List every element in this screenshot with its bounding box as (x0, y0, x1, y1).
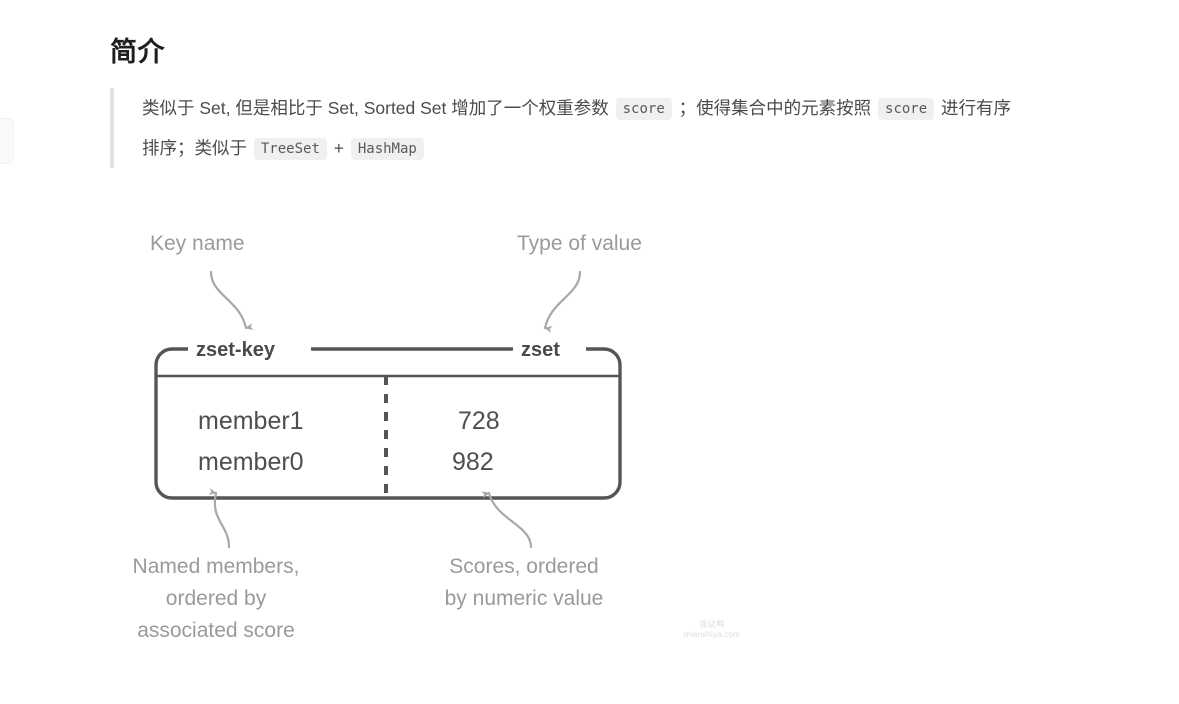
arrow-members-note (208, 488, 231, 549)
zset-type-label: zset (521, 339, 560, 361)
annotation-key-name: Key name (150, 232, 245, 255)
bq1-text-1: 类似于 Set, 但是相比于 Set, Sorted Set 增加了一个权重参数 (142, 98, 614, 118)
annotation-scores-line-1: Scores, ordered (449, 555, 598, 578)
zset-key-label: zset-key (196, 339, 276, 361)
code-chip-score-1: score (615, 98, 672, 120)
watermark-line-1: 面试鸭 (699, 620, 725, 629)
code-chip-hashmap: HashMap (350, 138, 424, 160)
annotation-members-line-3: associated score (137, 619, 295, 642)
code-chip-treeset: TreeSet (253, 138, 327, 160)
watermark-line-2: mianshiya.com (684, 630, 740, 639)
bq2-text-1: 排序；类似于 (142, 138, 252, 158)
arrow-scores-note (481, 491, 533, 549)
annotation-type-of-value: Type of value (517, 232, 642, 255)
arrow-type-of-value (543, 270, 582, 333)
zset-structure-diagram: Key name Type of value zset-key zset mem… (0, 200, 800, 670)
page-title: 简介 (110, 37, 165, 67)
zset-score-1: 728 (458, 407, 500, 435)
blockquote-line-2: 排序；类似于 TreeSet + HashMap (142, 128, 1140, 168)
zset-box-outline (154, 347, 622, 500)
zset-member-1: member1 (198, 407, 304, 435)
zset-score-2: 982 (452, 448, 494, 476)
bq2-text-2: + (328, 138, 349, 158)
zset-member-2: member0 (198, 448, 304, 476)
bq1-text-2: ；使得集合中的元素按照 (673, 98, 877, 118)
arrow-key-name (209, 270, 254, 330)
annotation-scores-line-2: by numeric value (445, 587, 604, 610)
watermark: 面试鸭 mianshiya.com (672, 620, 752, 640)
annotation-members-line-2: ordered by (166, 587, 267, 610)
blockquote-line-1: 类似于 Set, 但是相比于 Set, Sorted Set 增加了一个权重参数… (142, 88, 1140, 128)
code-chip-score-2: score (878, 98, 935, 120)
bq1-text-3: 进行有序 (936, 98, 1012, 118)
annotation-members-line-1: Named members, (133, 555, 300, 578)
intro-blockquote: 类似于 Set, 但是相比于 Set, Sorted Set 增加了一个权重参数… (110, 88, 1140, 168)
left-edge-artifact (0, 118, 14, 164)
